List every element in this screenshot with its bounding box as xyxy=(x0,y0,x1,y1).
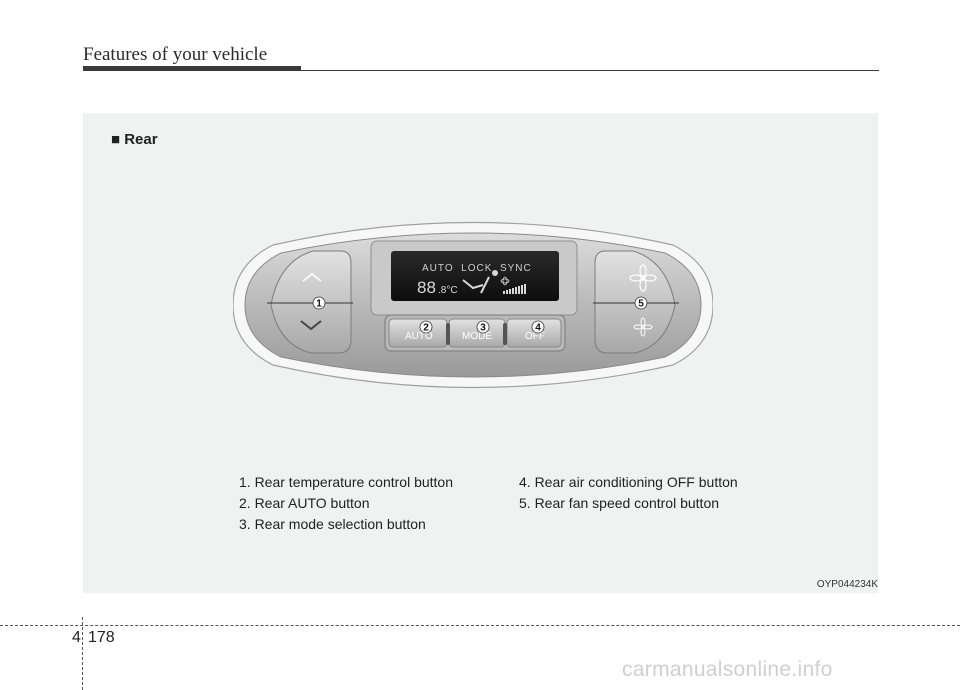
airflow-icon xyxy=(462,270,498,294)
callout-3: 3 xyxy=(476,320,490,334)
svg-text:4: 4 xyxy=(535,323,541,334)
image-code: OYP044234K xyxy=(816,579,878,590)
svg-text:1: 1 xyxy=(316,299,322,310)
page-number: 178 xyxy=(88,629,115,646)
mode-button-label: MODE xyxy=(462,331,492,342)
legend-item: 3. Rear mode selection button xyxy=(239,516,426,532)
fan-level-bars xyxy=(503,284,526,294)
section-label: ■ Rear xyxy=(111,131,158,148)
temperature-up-icon xyxy=(302,273,322,282)
header-bar xyxy=(83,66,301,71)
rear-climate-controller: AUTO LOCK SYNC 88 .8°C AUTO xyxy=(233,221,713,389)
legend-left: 1. Rear temperature control button 2. Re… xyxy=(239,472,453,535)
footer-vertical-line xyxy=(82,617,83,690)
temperature-down-icon xyxy=(300,320,322,331)
legend-item: 2. Rear AUTO button xyxy=(239,495,370,511)
temperature-control-button[interactable] xyxy=(270,250,352,354)
svg-text:2: 2 xyxy=(423,323,429,334)
watermark: carmanualsonline.info xyxy=(622,658,833,681)
callout-2: 2 xyxy=(419,320,433,334)
auto-button-label: AUTO xyxy=(405,331,433,342)
display-temperature: 88 xyxy=(417,278,436,297)
callout-1: 1 xyxy=(312,296,326,310)
svg-text:3: 3 xyxy=(480,323,486,334)
button-divider xyxy=(446,323,450,345)
legend-item: 1. Rear temperature control button xyxy=(239,474,454,490)
header-line xyxy=(301,70,879,71)
svg-text:5: 5 xyxy=(638,299,644,310)
header-title: Features of your vehicle xyxy=(83,44,268,65)
legend-item: 5. Rear fan speed control button xyxy=(519,495,720,511)
fan-high-icon xyxy=(629,264,657,292)
callout-4: 4 xyxy=(531,320,545,334)
off-button-label: OFF xyxy=(525,331,545,342)
display-fan-icon xyxy=(500,276,510,286)
fan-low-icon xyxy=(633,317,653,337)
display-mode-row: AUTO LOCK SYNC xyxy=(422,263,532,274)
figure-panel: ■ Rear xyxy=(83,113,878,593)
footer-dash-line xyxy=(0,625,960,626)
legend-right: 4. Rear air conditioning OFF button 5. R… xyxy=(519,472,738,514)
callout-5: 5 xyxy=(634,296,648,310)
button-divider xyxy=(503,323,507,345)
legend-item: 4. Rear air conditioning OFF button xyxy=(519,474,738,490)
display-temperature-unit: .8°C xyxy=(438,285,458,296)
page-section: 4 xyxy=(72,629,81,646)
